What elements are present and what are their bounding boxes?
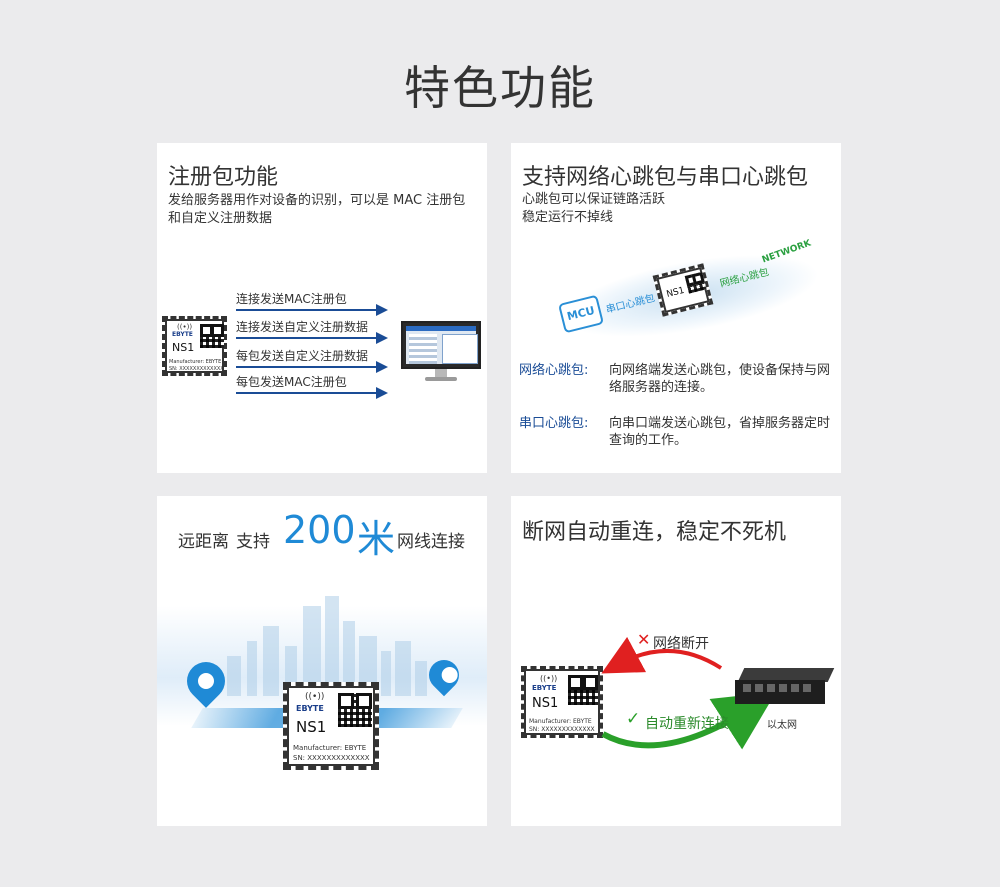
- card-description: 心跳包可以保证链路活跃 稳定运行不掉线: [522, 191, 832, 227]
- chip-serial: SN: XXXXXXXXXXXXX: [169, 366, 224, 372]
- arrow-label: 连接发送MAC注册包: [236, 292, 347, 306]
- card-register-packet: 注册包功能 发给服务器用作对设备的识别，可以是 MAC 注册包和自定义注册数据 …: [157, 143, 487, 473]
- wifi-icon: ((•)): [540, 674, 558, 683]
- ethernet-label: 以太网: [767, 720, 797, 731]
- disconnect-x-icon: ✕: [637, 630, 651, 649]
- chip-model: NS1: [296, 718, 327, 736]
- arrow-head-icon: [376, 304, 388, 316]
- arrow-line: [236, 366, 380, 368]
- distance-unit: 米: [357, 517, 396, 561]
- item-key: 串口心跳包:: [519, 416, 589, 431]
- ns1-module-chip: ((•)) EBYTE NS1 Manufacturer: EBYTE SN: …: [521, 666, 603, 738]
- ns1-module-chip: ((•)) EBYTE NS1 Manufacturer: EBYTE SN: …: [283, 682, 379, 770]
- chip-brand: EBYTE: [296, 704, 324, 713]
- server-monitor-icon: [401, 321, 481, 383]
- arrow-mac-per-packet: 每包发送MAC注册包: [236, 375, 388, 399]
- heartbeat-illustration: MCU 串口心跳包 NS1 网络心跳包 NETWORK: [551, 239, 826, 354]
- qr-code-icon: [200, 324, 224, 348]
- distance-text-c: 网线连接: [397, 532, 465, 552]
- card-description: 发给服务器用作对设备的识别，可以是 MAC 注册包和自定义注册数据: [168, 193, 466, 226]
- wifi-icon: ((•)): [305, 692, 325, 702]
- card-title: 断网自动重连，稳定不死机: [522, 520, 787, 545]
- card-title: 注册包功能: [168, 165, 279, 190]
- chip-brand: EBYTE: [532, 684, 557, 692]
- arrow-head-icon: [376, 361, 388, 373]
- reconnect-arrow: [601, 691, 777, 750]
- reconnect-arrows: [601, 636, 777, 750]
- ethernet-switch-icon: [735, 668, 835, 708]
- item-value: 向网络端发送心跳包，使设备保持与网络服务器的连接。: [609, 363, 831, 395]
- arrow-line: [236, 309, 380, 311]
- page-title: 特色功能: [404, 61, 596, 115]
- chip-serial: SN: XXXXXXXXXXXXX: [529, 726, 595, 733]
- disconnect-arrow: [601, 636, 723, 674]
- chip-model: NS1: [172, 341, 195, 354]
- distance-text-a: 远距离: [178, 532, 229, 552]
- arrow-line: [236, 392, 380, 394]
- chip-brand: EBYTE: [172, 331, 193, 338]
- card-title: 支持网络心跳包与串口心跳包: [522, 165, 809, 190]
- reconnect-check-icon: ✓: [626, 709, 641, 729]
- qr-code-icon: [568, 675, 598, 705]
- disconnect-label: 网络断开: [653, 636, 709, 652]
- wifi-icon: ((•)): [177, 323, 193, 331]
- arrow-label: 每包发送MAC注册包: [236, 375, 347, 389]
- chip-manufacturer: Manufacturer: EBYTE: [529, 718, 592, 725]
- arrow-mac-on-connect: 连接发送MAC注册包: [236, 292, 388, 316]
- ns1-module-chip: ((•)) EBYTE NS1 Manufacturer: EBYTE SN: …: [162, 316, 227, 376]
- item-key: 网络心跳包:: [519, 363, 589, 378]
- chip-model: NS1: [532, 696, 559, 711]
- arrow-label: 连接发送自定义注册数据: [236, 320, 369, 334]
- distance-number: 200: [283, 508, 356, 552]
- reconnect-label: 自动重新连接: [645, 716, 729, 732]
- card-auto-reconnect: 断网自动重连，稳定不死机 ((•)) EBYTE NS1 Manufacture…: [511, 496, 841, 826]
- card-distance: 远距离 支持 200 米 网线连接 ((•)) EBYTE NS1 Manufa…: [157, 496, 487, 826]
- chip-model: NS1: [665, 285, 686, 300]
- distance-text-b: 支持: [236, 532, 270, 552]
- card-heartbeat: 支持网络心跳包与串口心跳包 心跳包可以保证链路活跃 稳定运行不掉线 MCU 串口…: [511, 143, 841, 473]
- arrow-custom-per-packet: 每包发送自定义注册数据: [236, 349, 388, 373]
- arrow-line: [236, 337, 380, 339]
- description-line: 心跳包可以保证链路活跃: [522, 192, 666, 207]
- qr-code-icon: [338, 693, 372, 727]
- arrow-head-icon: [376, 332, 388, 344]
- chip-manufacturer: Manufacturer: EBYTE: [293, 744, 367, 752]
- chip-serial: SN: XXXXXXXXXXXXX: [293, 754, 370, 762]
- description-line: 稳定运行不掉线: [522, 210, 614, 225]
- item-value: 向串口端发送心跳包，省掉服务器定时查询的工作。: [609, 416, 831, 448]
- chip-manufacturer: Manufacturer: EBYTE: [169, 359, 222, 365]
- arrow-head-icon: [376, 387, 388, 399]
- qr-code-icon: [684, 271, 707, 294]
- arrow-label: 每包发送自定义注册数据: [236, 349, 369, 363]
- arrow-custom-on-connect: 连接发送自定义注册数据: [236, 320, 388, 344]
